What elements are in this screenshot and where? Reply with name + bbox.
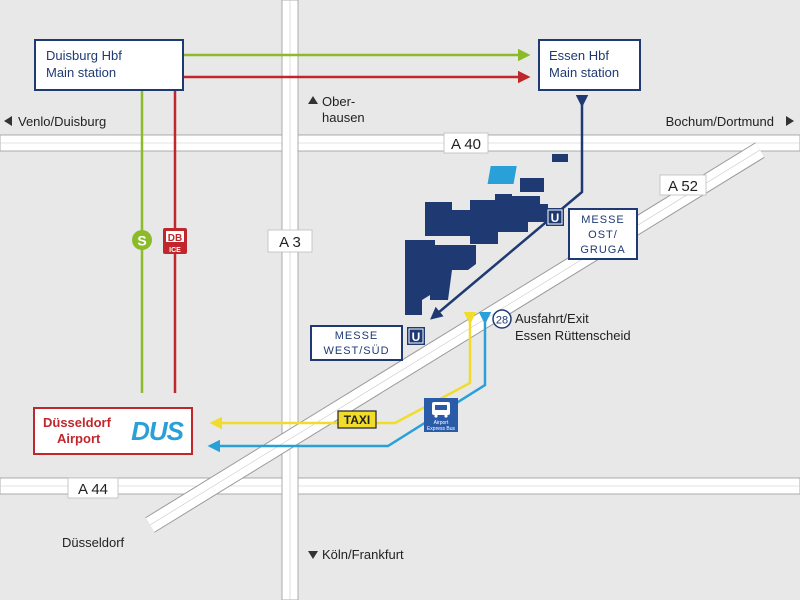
messe-pavilion	[487, 166, 517, 184]
messe-ost-line2: OST/	[588, 229, 618, 241]
s-bahn-icon: S	[132, 230, 152, 250]
messe-west-line2: WEST/SÜD	[323, 345, 390, 357]
station-essen-title: Essen Hbf	[549, 48, 609, 63]
messe-ost-line3: GRUGA	[580, 244, 626, 256]
airport-code-logo: DUS	[131, 415, 184, 446]
highway-label-a52: A 52	[659, 174, 707, 196]
svg-text:A 44: A 44	[78, 481, 108, 498]
direction-venlo-duisburg: Venlo/Duisburg	[18, 114, 106, 129]
svg-text:Express Bus: Express Bus	[427, 426, 456, 432]
svg-text:U: U	[551, 211, 560, 225]
svg-text:S: S	[137, 233, 146, 249]
airport-name-line1: Düsseldorf	[43, 415, 111, 430]
airport-express-bus-icon: Airport Express Bus	[424, 398, 458, 432]
svg-text:A 52: A 52	[668, 178, 698, 195]
u-bahn-icon-west: U	[407, 327, 425, 345]
station-essen-subtitle: Main station	[549, 65, 620, 80]
direction-oberhausen-line1: Ober-	[322, 94, 355, 109]
airport-name-line2: Airport	[57, 431, 101, 446]
exit-28-marker: 28	[492, 309, 512, 329]
messe-west-line1: MESSE	[334, 330, 379, 342]
route-u-bahn-navy	[430, 95, 589, 320]
direction-duesseldorf: Düsseldorf	[62, 535, 125, 550]
taxi-icon: TAXI	[337, 410, 377, 429]
messe-ost-line1: MESSE	[581, 214, 625, 226]
svg-text:DB: DB	[168, 233, 182, 244]
highway-label-a44: A 44	[67, 477, 119, 499]
station-messe-ost-gruga: MESSE OST/ GRUGA	[568, 208, 638, 260]
exit-label-line2: Essen Rüttenscheid	[515, 328, 631, 343]
station-messe-west-sued: MESSE WEST/SÜD	[310, 325, 403, 361]
right-arrow-icon	[786, 116, 794, 126]
highway-label-a40: A 40	[443, 132, 489, 154]
db-ice-icon: DB ICE	[163, 228, 187, 254]
duesseldorf-airport-box: Düsseldorf Airport DUS	[33, 407, 193, 455]
svg-text:U: U	[412, 330, 421, 344]
left-arrow-icon	[4, 116, 12, 126]
station-duisburg-subtitle: Main station	[46, 65, 117, 80]
up-arrow-icon	[308, 96, 318, 104]
svg-text:28: 28	[496, 315, 508, 327]
svg-text:Airport: Airport	[434, 420, 449, 426]
direction-bochum-dortmund: Bochum/Dortmund	[666, 114, 774, 129]
direction-oberhausen-line2: hausen	[322, 110, 365, 125]
highway-label-a3: A 3	[267, 229, 313, 253]
station-essen-hbf: Essen Hbf Main station	[538, 39, 641, 91]
down-arrow-icon	[308, 551, 318, 559]
svg-text:A 40: A 40	[451, 136, 481, 153]
svg-text:A 3: A 3	[279, 234, 301, 251]
svg-text:ICE: ICE	[169, 247, 181, 254]
a52-road	[145, 142, 765, 533]
station-duisburg-title: Duisburg Hbf	[46, 48, 122, 63]
exit-label-line1: Ausfahrt/Exit	[515, 311, 589, 326]
u-bahn-icon-ost: U	[546, 208, 564, 226]
station-duisburg-hbf: Duisburg Hbf Main station	[34, 39, 184, 91]
direction-koeln-frankfurt: Köln/Frankfurt	[322, 547, 404, 562]
svg-text:TAXI: TAXI	[344, 413, 370, 427]
